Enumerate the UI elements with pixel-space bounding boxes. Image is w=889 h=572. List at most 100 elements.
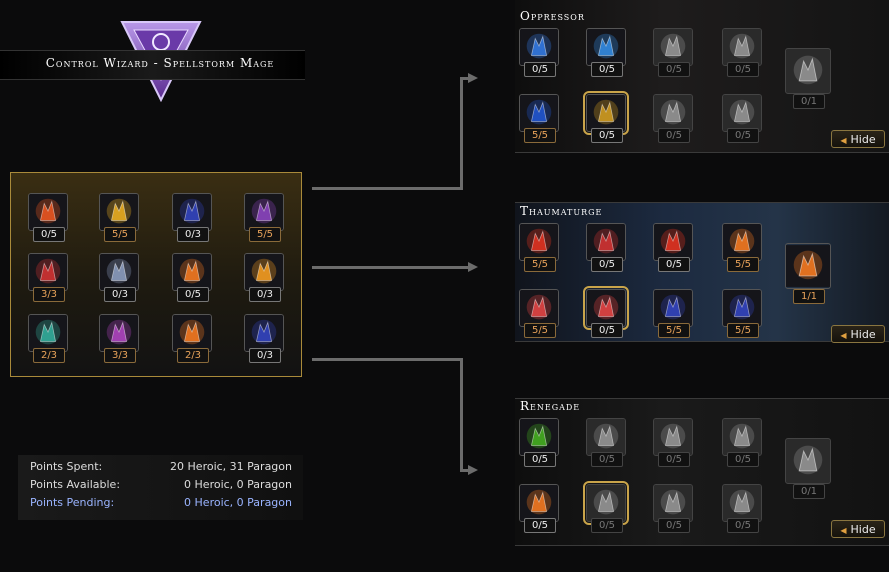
capstone-feat-tile[interactable]: 1/1 [785,243,831,304]
triangle-left-icon: ◀ [840,526,847,535]
feat-tile[interactable]: 0/5 [583,481,629,533]
blue-figure-icon [722,289,762,327]
rank-label: 0/3 [249,348,281,363]
rank-label: 0/5 [727,128,759,143]
rank-label: 0/5 [658,257,690,272]
rank-label: 0/5 [658,452,690,467]
feat-tile[interactable]: 0/5 [586,418,628,467]
crown-icon [28,193,68,231]
rank-label: 5/5 [249,227,281,242]
feat-tile[interactable]: 0/5 [28,193,70,242]
flame-mask-icon [785,243,831,289]
branch-title-oppressor: Oppressor [520,9,585,23]
feat-tile[interactable]: 0/5 [653,28,695,77]
feat-tile[interactable]: 0/3 [244,314,286,363]
rank-label: 0/5 [591,128,623,143]
fist-icon [586,28,626,66]
dark-flame-icon [785,438,831,484]
blue-figure-icon [653,289,693,327]
statue-icon [99,253,139,291]
connector-line [312,266,470,269]
feat-tile[interactable]: 0/3 [172,193,214,242]
flame-icon [653,94,693,132]
feat-tile[interactable]: 5/5 [519,94,561,143]
points-pending-label: Points Pending: [30,496,115,509]
feat-tile[interactable]: 0/5 [653,484,695,533]
horned-mask-icon [99,314,139,352]
feat-tile[interactable]: 2/3 [28,314,70,363]
feat-tile[interactable]: 0/5 [519,418,561,467]
capstone-feat-tile[interactable]: 0/1 [785,48,831,109]
connector-line [460,77,470,80]
branch-panel-thaumaturge [515,202,889,342]
feat-tile[interactable]: 0/5 [722,418,764,467]
feat-tile[interactable]: 5/5 [519,289,561,338]
shield-icon [519,28,559,66]
feat-tile[interactable]: 5/5 [99,193,141,242]
rank-label: 2/3 [177,348,209,363]
connector-arrow [468,262,478,272]
flame-icon [583,481,629,525]
points-spent-value: 20 Heroic, 31 Paragon [170,460,292,473]
rank-label: 0/5 [591,62,623,77]
feat-tile[interactable]: 0/5 [653,223,695,272]
feat-tile[interactable]: 0/3 [244,253,286,302]
rank-label: 0/1 [793,94,825,109]
feat-tile[interactable]: 5/5 [244,193,286,242]
hide-button-renegade[interactable]: ◀Hide [831,520,885,538]
swirl-icon [519,94,559,132]
core-feat-panel: 0/5 5/5 0/3 5/5 3/3 0/3 0/5 0/3 2/3 3/3 … [10,172,302,377]
banner-icon [99,193,139,231]
rank-label: 2/3 [33,348,65,363]
purple-book-icon [244,193,284,231]
feat-tile[interactable]: 5/5 [722,223,764,272]
hide-button-oppressor[interactable]: ◀Hide [831,130,885,148]
rank-label: 0/5 [591,257,623,272]
rank-label: 0/5 [727,62,759,77]
triangle-left-icon: ◀ [840,136,847,145]
feat-tile[interactable]: 0/5 [586,223,628,272]
feat-tile[interactable]: 0/5 [653,418,695,467]
feat-tile[interactable]: 2/3 [172,314,214,363]
rank-label: 0/5 [591,452,623,467]
points-pending-value: 0 Heroic, 0 Paragon [184,496,292,509]
red-mask-icon [519,289,559,327]
feat-tile[interactable]: 0/5 [172,253,214,302]
capstone-feat-tile[interactable]: 0/1 [785,438,831,499]
blue-figure-icon [172,193,212,231]
rank-label: 5/5 [524,128,556,143]
sun-icon [244,253,284,291]
rank-label: 0/5 [591,518,623,533]
horned-head-icon [653,418,693,456]
feat-tile[interactable]: 3/3 [99,314,141,363]
feat-tile[interactable]: 5/5 [653,289,695,338]
hand-book-icon [722,418,762,456]
red-mask-icon [583,286,629,330]
hide-button-thaumaturge[interactable]: ◀Hide [831,325,885,343]
feat-tile[interactable]: 5/5 [519,223,561,272]
rank-label: 0/5 [658,128,690,143]
flame-icon [722,94,762,132]
rank-label: 3/3 [33,287,65,302]
crossed-swords-icon [586,223,626,261]
feat-tile[interactable]: 0/3 [99,253,141,302]
feat-tile[interactable]: 0/5 [519,28,561,77]
rank-label: 0/3 [104,287,136,302]
feat-tile[interactable]: 0/5 [722,28,764,77]
rank-label: 3/3 [104,348,136,363]
feat-tile[interactable]: 0/5 [653,94,695,143]
connector-line [312,187,462,190]
rank-label: 5/5 [727,323,759,338]
feat-tile[interactable]: 0/5 [722,94,764,143]
feat-tile[interactable]: 0/5 [519,484,561,533]
feat-tile[interactable]: 0/5 [583,286,629,338]
feat-tile[interactable]: 0/5 [722,484,764,533]
rank-label: 0/5 [727,452,759,467]
feat-tile[interactable]: 5/5 [722,289,764,338]
branch-title-thaumaturge: Thaumaturge [520,204,603,218]
fire-icon [519,223,559,261]
green-mask-icon [28,314,68,352]
feat-tile[interactable]: 0/5 [583,91,629,143]
feat-tile[interactable]: 3/3 [28,253,70,302]
feat-tile[interactable]: 0/5 [586,28,628,77]
